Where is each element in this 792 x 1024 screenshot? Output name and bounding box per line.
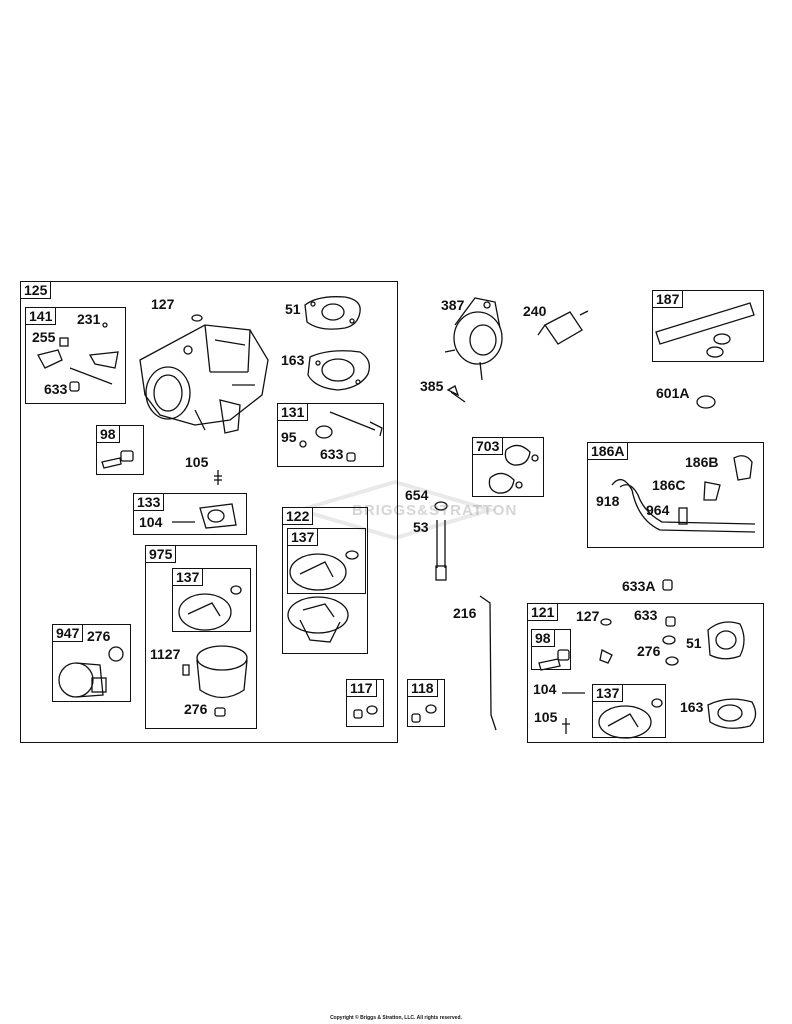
box-703: 703 <box>472 437 544 497</box>
kit-121-drawing <box>538 616 757 739</box>
gasket-137b-drawing <box>289 550 359 591</box>
needle-105a-drawing <box>214 470 222 485</box>
gasket-137a-drawing <box>178 585 242 631</box>
part-label-163: 163 <box>281 352 305 368</box>
box-141: 141 <box>25 307 126 404</box>
hose-187-drawing <box>655 302 755 358</box>
screw-385-drawing <box>446 385 466 403</box>
watermark-text: BRIGGS&STRATTON <box>352 502 518 519</box>
part-label-127: 127 <box>576 608 600 624</box>
screw-118-drawing <box>411 704 437 723</box>
fuel-filter-240-drawing <box>537 310 589 345</box>
part-label-276: 276 <box>184 701 208 717</box>
part-label-276: 276 <box>87 628 111 644</box>
bushing-633A-drawing <box>662 579 673 591</box>
box-label-118: 118 <box>407 679 438 697</box>
box-label-117: 117 <box>346 679 377 697</box>
box-98a: 98 <box>96 425 144 475</box>
box-122: 122 <box>282 507 368 654</box>
box-label-137c: 137 <box>592 684 624 702</box>
part-label-105: 105 <box>534 709 558 725</box>
fuel-pump-387-drawing <box>444 297 503 381</box>
box-label-98b: 98 <box>531 629 555 647</box>
solenoid-947-drawing <box>58 646 124 698</box>
part-label-964: 964 <box>646 502 670 518</box>
part-label-633: 633 <box>320 446 344 462</box>
box-125: 125 <box>20 281 398 743</box>
carburetor-body-drawing <box>139 324 269 434</box>
part-label-231: 231 <box>77 311 101 327</box>
part-label-385: 385 <box>420 378 444 394</box>
box-121: 121 <box>527 603 764 743</box>
box-131: 131 <box>277 403 384 467</box>
clamp-601A-drawing <box>696 395 716 409</box>
box-947: 947 <box>52 624 131 702</box>
washer-654-drawing <box>434 501 448 511</box>
gasket-163-drawing <box>307 350 371 391</box>
box-label-187: 187 <box>652 290 684 308</box>
box-label-703: 703 <box>472 437 504 455</box>
part-label-240: 240 <box>523 303 547 319</box>
box-label-137a: 137 <box>172 568 204 586</box>
part-label-633: 633 <box>634 607 658 623</box>
part-label-216: 216 <box>453 605 477 621</box>
box-label-947: 947 <box>52 624 84 642</box>
part-label-186C: 186C <box>652 477 686 493</box>
part-label-601A: 601A <box>656 385 690 401</box>
screw-98a-drawing <box>101 450 134 469</box>
part-label-633: 633 <box>44 381 68 397</box>
part-label-654: 654 <box>405 487 429 503</box>
box-186A: 186A <box>587 442 764 548</box>
box-975: 975 <box>145 545 257 729</box>
box-label-137b: 137 <box>287 528 319 546</box>
part-label-105: 105 <box>185 454 209 470</box>
bowl-975-drawing <box>182 645 248 717</box>
box-label-122: 122 <box>282 507 314 525</box>
part-label-127: 127 <box>151 296 175 312</box>
box-117: 117 <box>346 679 384 727</box>
box-133: 133 <box>133 493 247 535</box>
box-137a: 137 <box>172 568 251 632</box>
float-133-drawing <box>172 503 237 529</box>
gasket-51-drawing <box>304 296 361 330</box>
part-label-387: 387 <box>441 297 465 313</box>
part-label-255: 255 <box>32 329 56 345</box>
part-label-633A: 633A <box>622 578 656 594</box>
part-label-51: 51 <box>285 301 301 317</box>
part-label-53: 53 <box>413 519 429 535</box>
screw-117-drawing <box>353 705 378 719</box>
shaft-131-drawing <box>299 411 383 462</box>
part-label-104: 104 <box>533 681 557 697</box>
box-label-98a: 98 <box>96 425 120 443</box>
box-label-131: 131 <box>277 403 309 421</box>
part-label-51: 51 <box>686 635 702 651</box>
box-label-186A: 186A <box>587 442 629 460</box>
box-label-975: 975 <box>145 545 177 563</box>
box-label-121: 121 <box>527 603 559 621</box>
part-label-1127: 1127 <box>150 646 181 662</box>
shaft-53-drawing <box>435 520 447 581</box>
box-label-141: 141 <box>25 307 57 325</box>
plate-122-drawing <box>287 596 349 643</box>
box-98b: 98 <box>531 629 571 670</box>
rod-216-drawing <box>479 595 497 731</box>
part-label-95: 95 <box>281 429 297 445</box>
box-118: 118 <box>407 679 445 727</box>
box-137c: 137 <box>592 684 666 738</box>
box-label-133: 133 <box>133 493 165 511</box>
fuel-line-186A-drawing <box>611 455 756 533</box>
part-label-104: 104 <box>139 514 163 530</box>
box-137b: 137 <box>287 528 366 594</box>
linkage-141-drawing <box>37 322 119 392</box>
part-label-163: 163 <box>680 699 704 715</box>
part-label-276: 276 <box>637 643 661 659</box>
copyright-footer: Copyright © Briggs & Stratton, LLC. All … <box>330 1015 462 1021</box>
box-187: 187 <box>652 290 764 362</box>
clamp-703-drawing <box>488 444 539 494</box>
part-label-186B: 186B <box>685 454 719 470</box>
box-label-125: 125 <box>20 281 52 299</box>
part-label-918: 918 <box>596 493 620 509</box>
oring-127-drawing <box>191 314 203 322</box>
